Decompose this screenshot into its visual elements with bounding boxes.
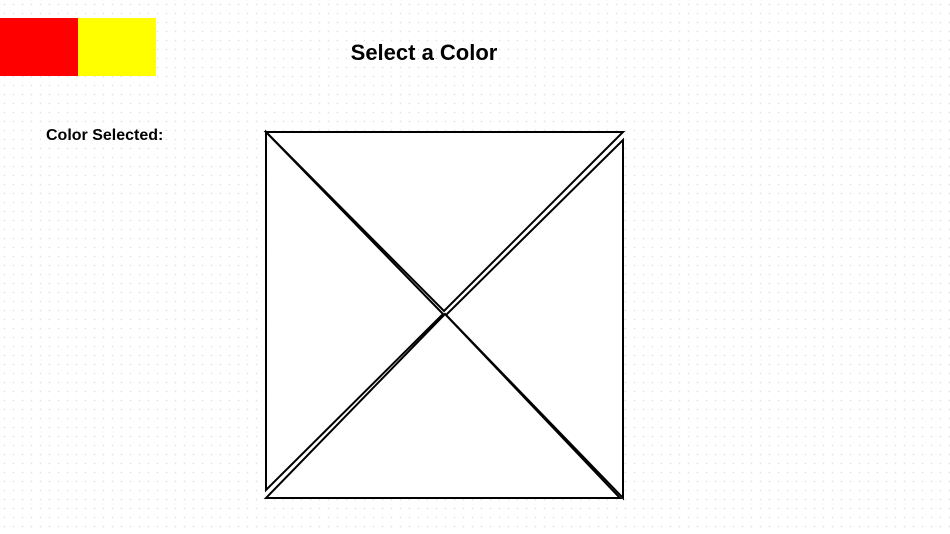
triangle-bottom[interactable] — [263, 312, 623, 499]
triangle-drawing — [263, 129, 626, 501]
color-selected-label: Color Selected: — [46, 126, 163, 146]
triangle-canvas — [262, 128, 628, 502]
triangle-left[interactable] — [265, 129, 445, 493]
color-selected-caption: Color Selected: — [46, 127, 164, 144]
triangle-right[interactable] — [444, 137, 624, 501]
color-swatch-yellow[interactable] — [78, 18, 156, 76]
color-swatch-red[interactable] — [0, 18, 78, 76]
triangle-top[interactable] — [263, 131, 626, 313]
page-title: Select a Color — [350, 40, 498, 65]
